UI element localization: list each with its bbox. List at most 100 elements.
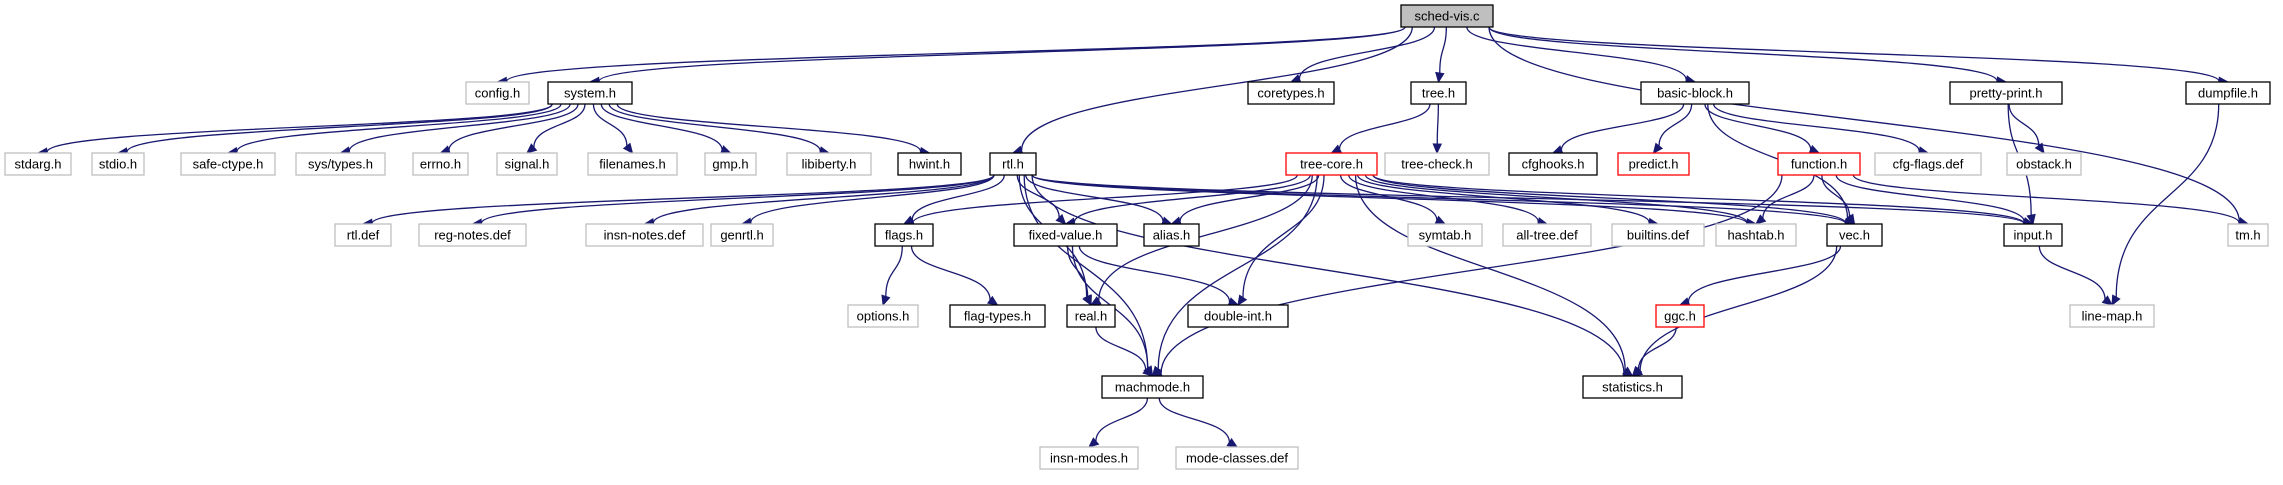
edge-system-to-hwint <box>616 103 931 157</box>
edge-sched-vis-to-basic-block <box>1466 26 1697 85</box>
node-label-ggc: ggc.h <box>1664 309 1696 324</box>
node-label-function: function.h <box>1791 157 1847 172</box>
node-insn-notes: insn-notes.def <box>585 223 704 247</box>
node-sched-vis[interactable]: sched-vis.c <box>1400 4 1494 28</box>
node-box-machmode <box>1101 375 1204 399</box>
node-basic-block[interactable]: basic-block.h <box>1640 81 1750 105</box>
node-cfghooks[interactable]: cfghooks.h <box>1508 152 1598 176</box>
node-box-flags <box>874 223 934 247</box>
edge-basic-block-to-cfghooks <box>1551 103 1685 155</box>
node-box-fixed-value <box>1013 223 1118 247</box>
node-label-libiberty: libiberty.h <box>802 157 857 172</box>
node-box-tree-check <box>1384 152 1490 176</box>
edge-system-to-stdio <box>116 103 553 157</box>
edge-tree-to-tree-core <box>1330 103 1431 154</box>
edge-ggc-to-statistics <box>1631 326 1677 377</box>
node-label-stdio: stdio.h <box>99 157 137 172</box>
edge-tree-core-to-statistics <box>1354 174 1634 377</box>
node-function[interactable]: function.h <box>1777 152 1861 176</box>
node-statistics[interactable]: statistics.h <box>1582 375 1683 399</box>
node-box-input <box>2003 223 2063 247</box>
node-libiberty: libiberty.h <box>786 152 872 176</box>
node-tm: tm.h <box>2227 223 2269 247</box>
node-box-function <box>1777 152 1861 176</box>
node-fixed-value[interactable]: fixed-value.h <box>1013 223 1118 247</box>
edge-rtl-to-fixed-value <box>1016 174 1067 225</box>
node-symtab: symtab.h <box>1407 223 1483 247</box>
node-box-insn-modes <box>1039 446 1139 470</box>
node-label-obstack: obstack.h <box>2016 157 2072 172</box>
node-label-statistics: statistics.h <box>1602 380 1663 395</box>
node-box-line-map <box>2069 304 2155 328</box>
node-box-cfg-flags <box>1874 152 1982 176</box>
node-label-errno: errno.h <box>420 157 461 172</box>
node-coretypes[interactable]: coretypes.h <box>1247 81 1335 105</box>
node-box-vec <box>1826 223 1883 247</box>
node-double-int[interactable]: double-int.h <box>1187 304 1289 328</box>
node-system[interactable]: system.h <box>547 81 633 105</box>
node-box-coretypes <box>1247 81 1335 105</box>
node-machmode[interactable]: machmode.h <box>1101 375 1204 399</box>
node-label-line-map: line-map.h <box>2082 309 2143 324</box>
node-label-safe-ctype: safe-ctype.h <box>193 157 264 172</box>
edge-function-to-vec <box>1821 174 1856 226</box>
node-ggc[interactable]: ggc.h <box>1655 304 1705 328</box>
node-box-sched-vis <box>1400 4 1494 28</box>
node-box-options <box>847 304 919 328</box>
node-obstack: obstack.h <box>2006 152 2082 176</box>
node-box-symtab <box>1407 223 1483 247</box>
node-box-system <box>547 81 633 105</box>
node-box-errno <box>412 152 469 176</box>
node-reg-notes: reg-notes.def <box>418 223 527 247</box>
node-vec[interactable]: vec.h <box>1826 223 1883 247</box>
node-label-sys-types: sys/types.h <box>308 157 373 172</box>
node-flag-types[interactable]: flag-types.h <box>949 304 1046 328</box>
node-box-predict <box>1617 152 1690 176</box>
node-label-hashtab: hashtab.h <box>1727 228 1784 243</box>
node-box-real <box>1066 304 1116 328</box>
node-label-gmp: gmp.h <box>712 157 748 172</box>
node-box-flag-types <box>949 304 1046 328</box>
node-box-mode-classes <box>1175 446 1299 470</box>
edge-tree-core-to-double-int <box>1237 174 1325 307</box>
node-box-ggc <box>1655 304 1705 328</box>
node-box-insn-notes <box>585 223 704 247</box>
node-box-rtl-def <box>334 223 392 247</box>
node-alias[interactable]: alias.h <box>1143 223 1200 247</box>
node-label-insn-modes: insn-modes.h <box>1050 451 1128 466</box>
node-pretty-print[interactable]: pretty-print.h <box>1949 81 2063 105</box>
node-box-libiberty <box>786 152 872 176</box>
node-dumpfile[interactable]: dumpfile.h <box>2185 81 2271 105</box>
edge-flags-to-flag-types <box>910 245 999 306</box>
node-stdio: stdio.h <box>91 152 145 176</box>
edge-function-to-input <box>1835 174 2035 227</box>
node-input[interactable]: input.h <box>2003 223 2063 247</box>
edge-tree-core-to-hashtab <box>1364 174 1758 228</box>
node-hwint[interactable]: hwint.h <box>897 152 962 176</box>
edge-function-to-hashtab <box>1755 174 1815 225</box>
node-box-dumpfile <box>2185 81 2271 105</box>
node-label-system: system.h <box>564 86 616 101</box>
node-label-flags: flags.h <box>885 228 923 243</box>
edges-layer <box>36 26 2250 448</box>
node-box-filenames <box>587 152 678 176</box>
node-tree-core[interactable]: tree-core.h <box>1285 152 1378 176</box>
node-real[interactable]: real.h <box>1066 304 1116 328</box>
node-flags[interactable]: flags.h <box>874 223 934 247</box>
node-label-all-tree: all-tree.def <box>1516 228 1578 243</box>
edge-dumpfile-to-line-map <box>2111 103 2220 307</box>
node-label-builtins: builtins.def <box>1627 228 1690 243</box>
edge-real-to-machmode <box>1095 326 1154 377</box>
node-box-obstack <box>2006 152 2082 176</box>
node-box-stdarg <box>4 152 72 176</box>
node-label-cfghooks: cfghooks.h <box>1522 157 1585 172</box>
node-predict[interactable]: predict.h <box>1617 152 1690 176</box>
node-label-dumpfile: dumpfile.h <box>2198 86 2258 101</box>
node-label-machmode: machmode.h <box>1115 380 1190 395</box>
node-errno: errno.h <box>412 152 469 176</box>
node-label-basic-block: basic-block.h <box>1657 86 1733 101</box>
node-box-cfghooks <box>1508 152 1598 176</box>
node-rtl[interactable]: rtl.h <box>989 152 1037 176</box>
node-tree[interactable]: tree.h <box>1410 81 1467 105</box>
